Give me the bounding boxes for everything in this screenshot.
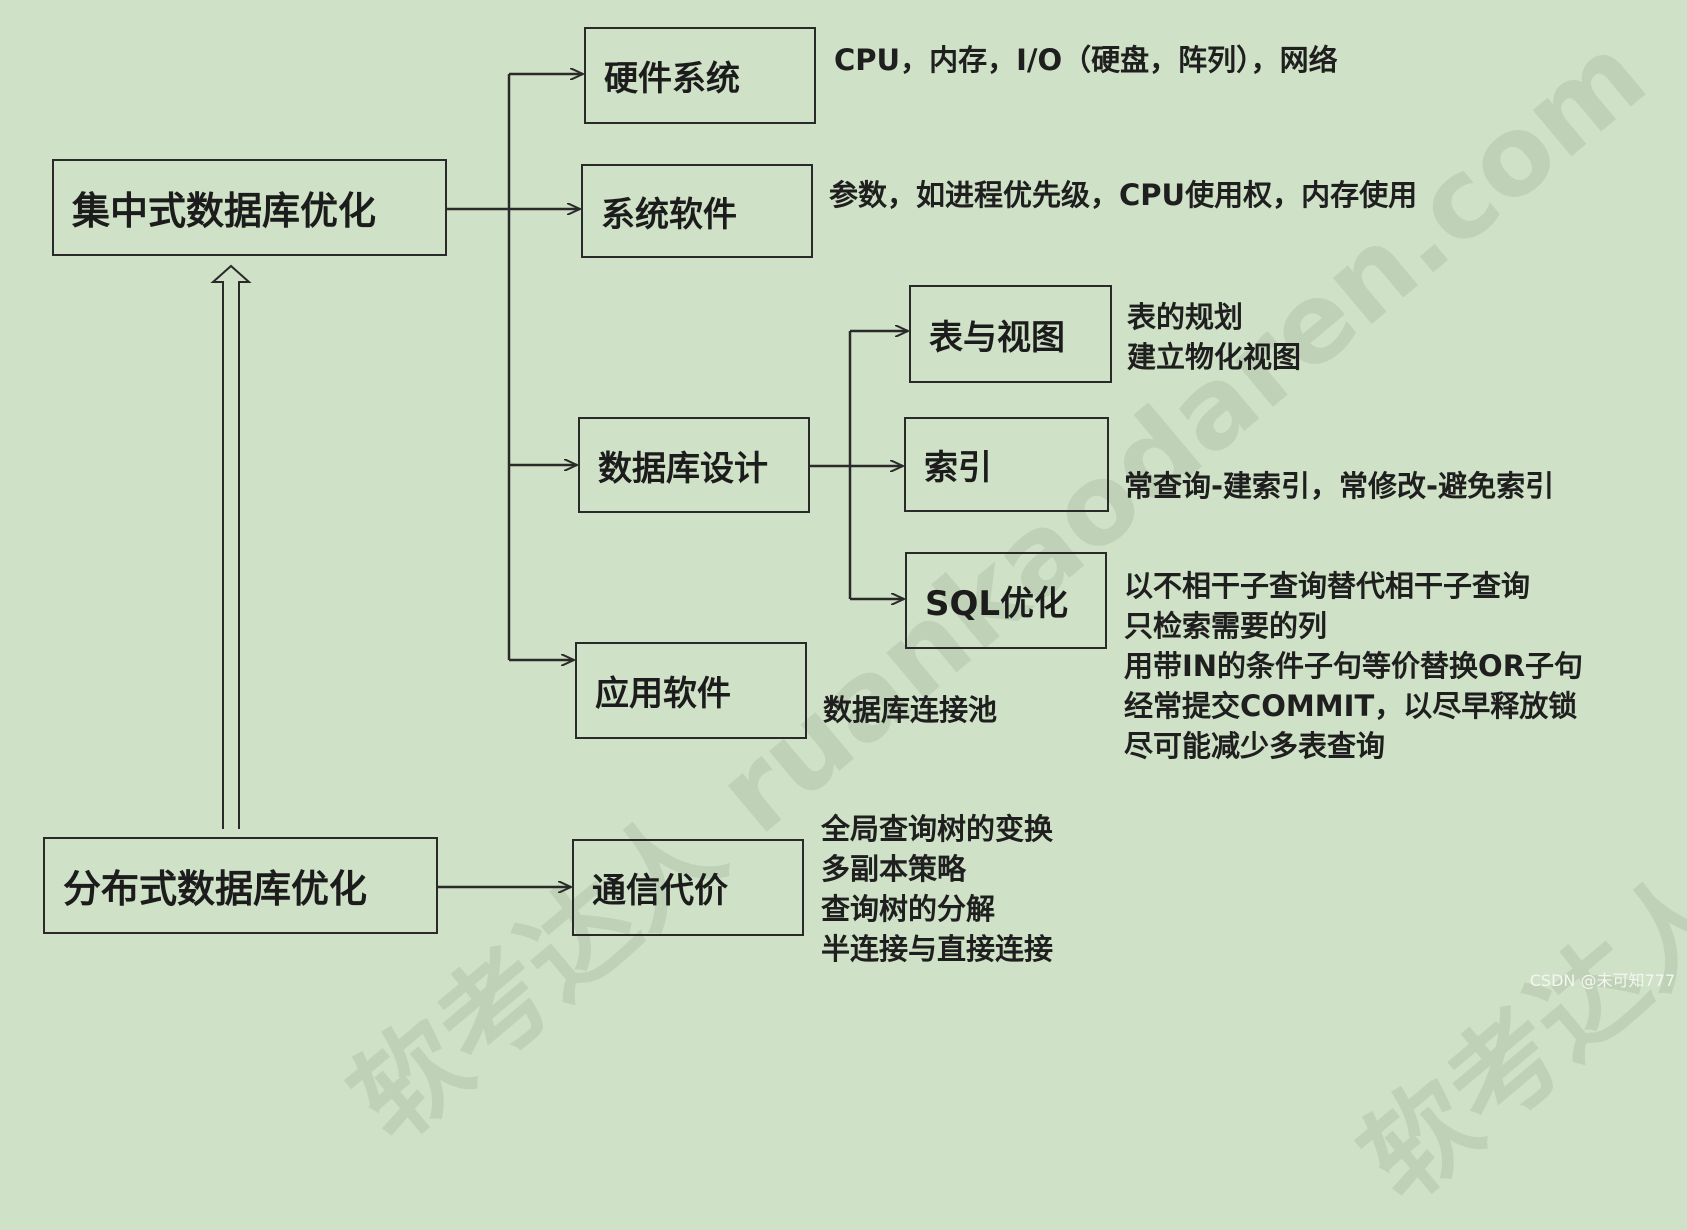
node-distributed: 分布式数据库优化 (43, 837, 438, 934)
node-system-software: 系统软件 (581, 164, 813, 258)
note-app-software: 数据库连接池 (823, 693, 998, 727)
node-label: 硬件系统 (604, 59, 740, 99)
note-line: 以不相干子查询替代相干子查询 (1124, 569, 1531, 603)
node-label: 索引 (924, 448, 992, 488)
node-communication: 通信代价 (572, 839, 804, 936)
note-communication: 全局查询树的变换 多副本策略 查询树的分解 半连接与直接连接 (821, 809, 1053, 969)
node-label: SQL优化 (925, 584, 1069, 624)
node-label: 表与视图 (929, 317, 1065, 358)
node-centralized: 集中式数据库优化 (52, 159, 447, 256)
note-line: 多副本策略 (821, 852, 967, 886)
note-line: 建立物化视图 (1127, 340, 1302, 374)
note-line: 全局查询树的变换 (821, 812, 1054, 846)
node-sql-opt: SQL优化 (905, 552, 1107, 649)
node-label: 系统软件 (601, 194, 737, 235)
note-line: 查询树的分解 (821, 892, 996, 926)
node-tables-views: 表与视图 (909, 285, 1112, 383)
credit-text: CSDN @未可知777 (1529, 971, 1675, 990)
note-line: 用带IN的条件子句等价替换OR子句 (1124, 649, 1584, 683)
node-db-design: 数据库设计 (578, 417, 810, 513)
node-hardware: 硬件系统 (584, 27, 816, 124)
node-label: 应用软件 (595, 674, 731, 714)
node-label: 数据库设计 (598, 448, 768, 489)
note-sql-opt: 以不相干子查询替代相干子查询 只检索需要的列 用带IN的条件子句等价替换OR子句… (1124, 566, 1583, 766)
note-line: 半连接与直接连接 (821, 932, 1054, 966)
note-line: 表的规划 (1127, 300, 1244, 334)
note-system-software: 参数，如进程优先级，CPU使用权，内存使用 (829, 178, 1418, 212)
node-index: 索引 (904, 417, 1109, 512)
note-line: 尽可能减少多表查询 (1124, 729, 1386, 763)
hollow-up-arrow (210, 264, 252, 829)
note-index: 常查询-建索引，常修改-避免索引 (1124, 469, 1555, 503)
node-label: 分布式数据库优化 (63, 867, 368, 911)
note-hardware: CPU，内存，I/O（硬盘，阵列），网络 (834, 43, 1338, 77)
note-line: 只检索需要的列 (1124, 609, 1328, 643)
node-label: 集中式数据库优化 (72, 189, 377, 233)
node-app-software: 应用软件 (575, 642, 807, 739)
note-line: 经常提交COMMIT，以尽早释放锁 (1124, 689, 1578, 723)
note-tables-views: 表的规划 建立物化视图 (1127, 297, 1301, 377)
node-label: 通信代价 (592, 871, 728, 911)
connector-lines (210, 0, 1687, 997)
